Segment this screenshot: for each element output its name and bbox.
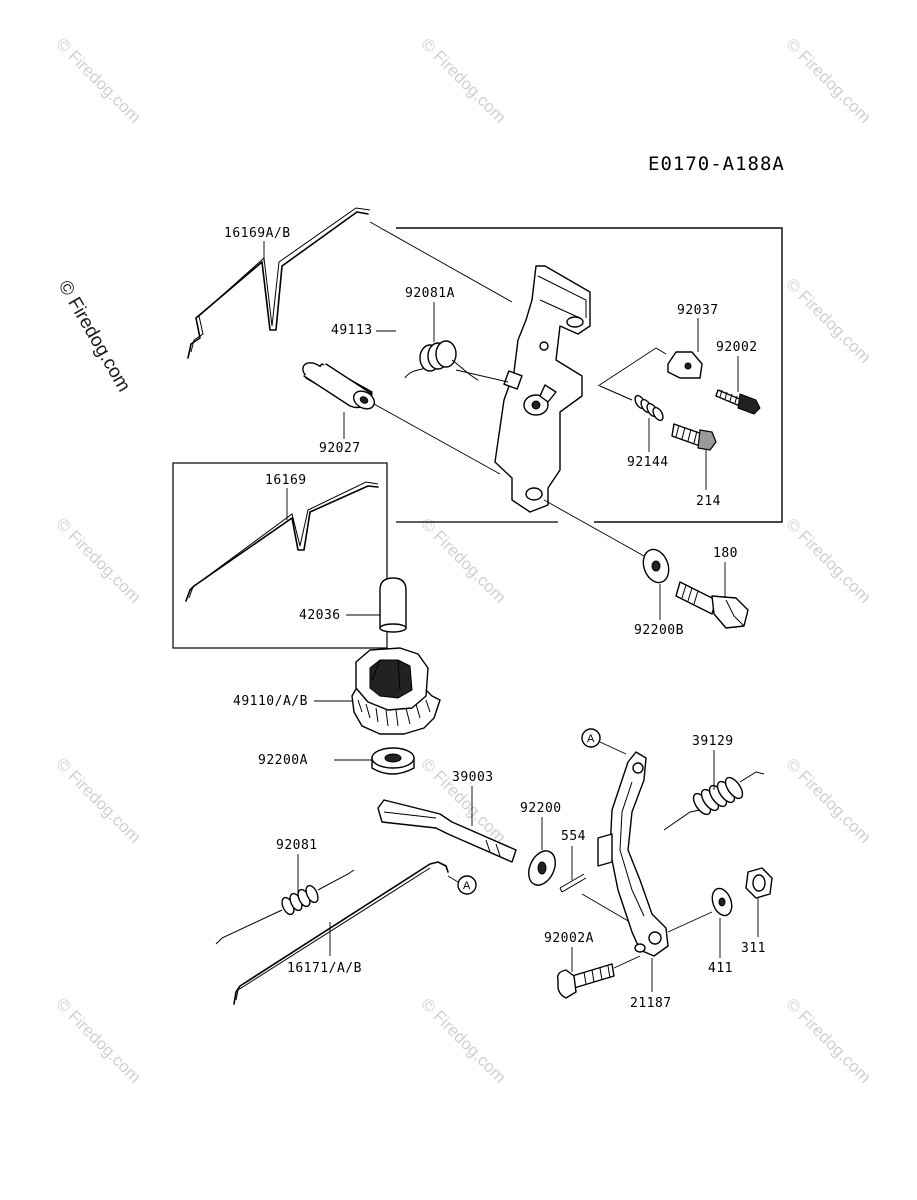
label-16169: 16169 [265, 473, 307, 488]
spring-92144 [599, 385, 664, 422]
watermark: © Firedog.com [52, 514, 144, 606]
leader-callout-a-bottom [447, 875, 459, 883]
label-214: 214 [696, 494, 721, 509]
label-42036: 42036 [299, 608, 341, 623]
pin-554 [559, 873, 587, 893]
spring-39129 [663, 771, 765, 831]
callout-a-bottom: A [457, 875, 477, 895]
watermark: © Firedog.com [417, 514, 509, 606]
diagram-code: E0170-A188A [648, 153, 785, 175]
watermark: © Firedog.com [782, 994, 874, 1086]
governor-arm-21187 [597, 751, 669, 957]
bolt-92002 [715, 389, 761, 415]
watermark: © Firedog.com [782, 274, 874, 366]
watermark: © Firedog.com [52, 754, 144, 846]
watermark: © Firedog.com [417, 34, 509, 126]
leader-clip-to-bracket [597, 347, 667, 387]
governor-rod-16169 [185, 481, 379, 602]
leader-collar-to-bracket [373, 403, 501, 475]
label-92200a: 92200A [258, 753, 308, 768]
bolt-180 [675, 581, 749, 629]
washer-92200 [528, 850, 556, 886]
bolt-92002a [556, 963, 615, 999]
label-92002: 92002 [716, 340, 758, 355]
label-311: 311 [741, 941, 766, 956]
spring-92081 [215, 869, 355, 945]
screw-214 [671, 423, 717, 451]
pin-42036 [379, 577, 407, 633]
label-16171ab: 16171/A/B [287, 961, 362, 976]
watermark: © Firedog.com [52, 994, 144, 1086]
label-92200b: 92200B [634, 623, 684, 638]
label-16169ab: 16169A/B [224, 226, 291, 241]
label-39129: 39129 [692, 734, 734, 749]
label-49110ab: 49110/A/B [233, 694, 308, 709]
clip-92037 [667, 351, 703, 379]
leader-bolt-to-arm [613, 955, 641, 969]
washer-411 [711, 887, 733, 917]
label-554: 554 [561, 829, 586, 844]
leader-pin-to-arm [581, 893, 631, 923]
callout-a-letter: A [463, 880, 471, 892]
watermark: © Firedog.com [52, 34, 144, 126]
leader-arm-to-washer [667, 911, 713, 933]
watermark: © Firedog.com [782, 754, 874, 846]
leader-spring-to-bracket [455, 369, 509, 383]
label-21187: 21187 [630, 996, 672, 1011]
governor-shaft-39003 [377, 799, 517, 863]
label-92002a: 92002A [544, 931, 594, 946]
watermark: © Firedog.com [417, 994, 509, 1086]
label-92200: 92200 [520, 801, 562, 816]
callout-a-top: A [581, 728, 601, 748]
alt-rod-box [172, 462, 388, 649]
leader-washer-to-bracket [543, 499, 645, 557]
leader-callout-a-top [599, 741, 627, 755]
collar-92027 [302, 362, 376, 410]
label-92081a: 92081A [405, 286, 455, 301]
nut-311 [745, 867, 773, 899]
watermark-layer: © Firedog.com © Firedog.com © Firedog.co… [52, 34, 874, 1086]
bracket-group-box [396, 227, 783, 523]
control-bracket-49113 [494, 265, 591, 513]
side-watermark: © Firedog.com [54, 277, 135, 396]
label-411: 411 [708, 961, 733, 976]
label-92037: 92037 [677, 303, 719, 318]
leader-rod-to-bracket [369, 221, 513, 303]
callout-a-letter: A [587, 733, 595, 745]
watermark: © Firedog.com [782, 514, 874, 606]
label-92144: 92144 [627, 455, 669, 470]
label-92027: 92027 [319, 441, 361, 456]
label-92081: 92081 [276, 838, 318, 853]
governor-rod-16171ab [233, 861, 449, 1005]
spring-92081a [404, 340, 479, 381]
label-180: 180 [713, 546, 738, 561]
label-39003: 39003 [452, 770, 494, 785]
bracket-group-outline [396, 227, 783, 523]
label-49113: 49113 [331, 323, 373, 338]
watermark: © Firedog.com [782, 34, 874, 126]
washer-92200a [371, 747, 415, 775]
washer-92200b [642, 548, 670, 584]
governor-gear-49110ab [351, 647, 441, 735]
